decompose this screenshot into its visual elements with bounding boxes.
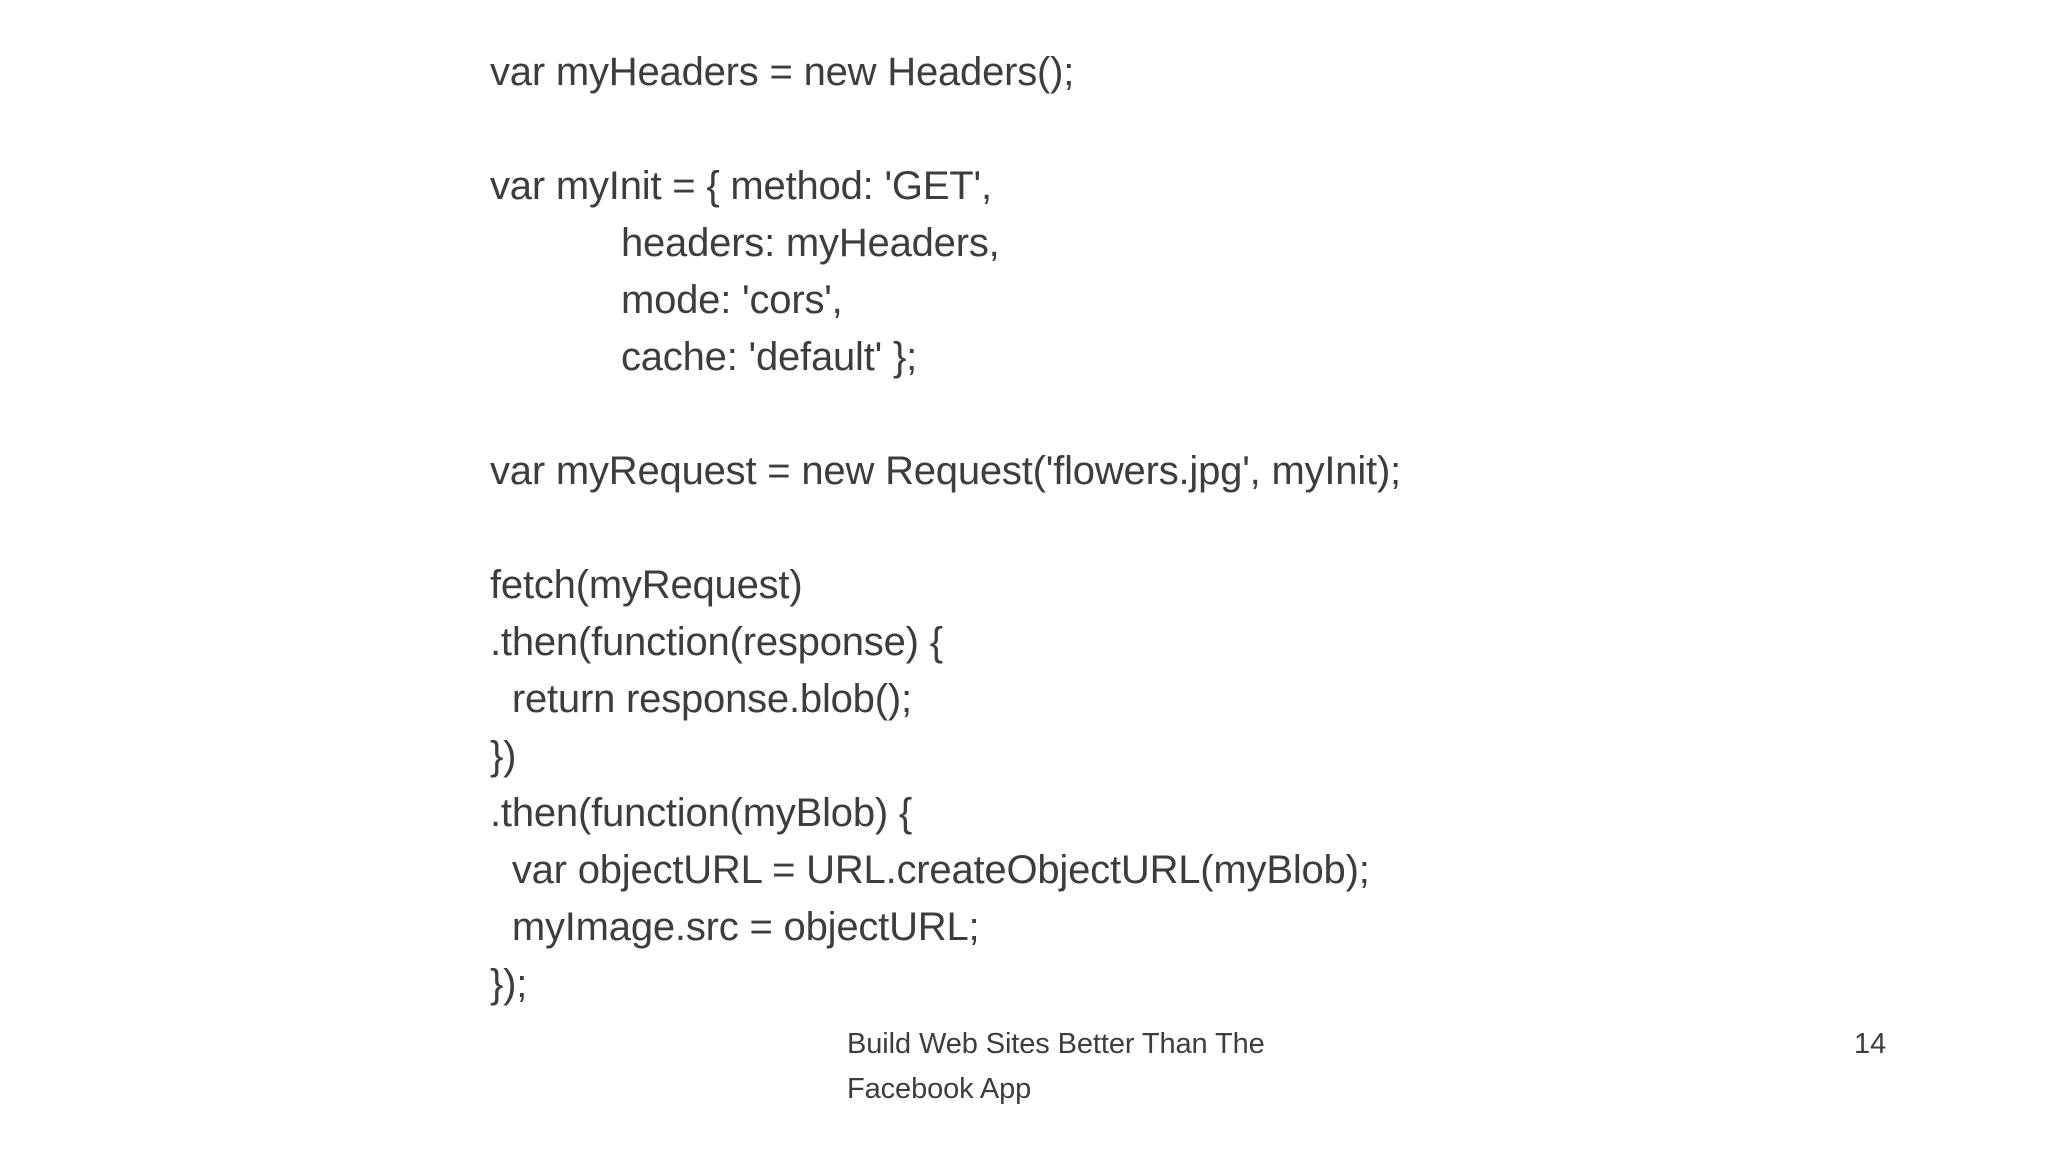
code-line: var myRequest = new Request('flowers.jpg… [490,449,1401,493]
code-block: var myHeaders = new Headers(); var myInit… [490,44,1940,1013]
code-line: fetch(myRequest) [490,563,803,607]
code-line: }); [490,962,528,1006]
code-line: .then(function(myBlob) { [490,791,913,835]
code-line: var myHeaders = new Headers(); [490,50,1075,94]
code-line: myImage.src = objectURL; [490,905,980,949]
code-line: var myInit = { method: 'GET', [490,164,992,208]
code-line: headers: myHeaders, [490,221,1000,265]
code-line-blank [490,386,1940,443]
slide-footer-title: Build Web Sites Better Than The Facebook… [847,1028,1265,1105]
code-line: cache: 'default' }; [490,335,918,379]
code-line: }) [490,734,517,778]
code-line: mode: 'cors', [490,278,843,322]
code-line: return response.blob(); [490,677,912,721]
code-line: var objectURL = URL.createObjectURL(myBl… [490,848,1370,892]
code-line-blank [490,101,1940,158]
code-line-blank [490,500,1940,557]
code-line: .then(function(response) { [490,620,943,664]
slide-page-number: 14 [1854,1028,1887,1060]
